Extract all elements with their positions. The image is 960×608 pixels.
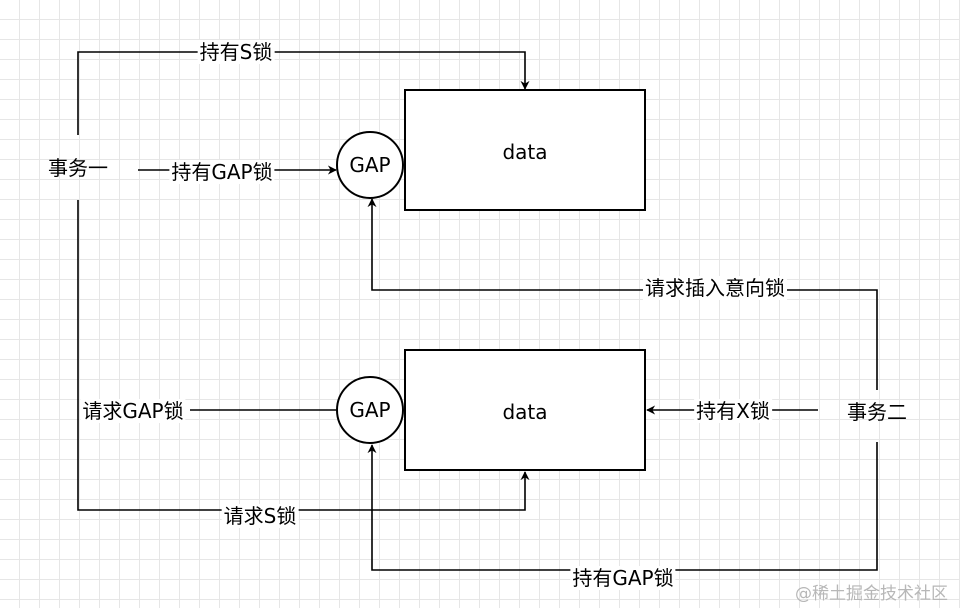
gap-circle-top [336,131,404,199]
data-top-label: data [502,140,548,164]
edge-label-t1-request-gap: 请求GAP锁 [80,399,186,423]
gap-circle-bottom [336,376,404,444]
edge-label-t1-request-s: 请求S锁 [221,504,299,528]
gap-bottom-label: GAP [349,398,391,422]
transaction-two-label: 事务二 [847,400,907,424]
edge-label-t1-hold-s: 持有S锁 [197,40,275,64]
edge-label-t1-hold-gap: 持有GAP锁 [169,160,275,184]
transaction-one-label: 事务一 [48,156,108,180]
edge-label-t2-request-insert-intent: 请求插入意向锁 [643,276,787,300]
data-bottom-label: data [502,400,548,424]
edge-label-t2-hold-x: 持有X锁 [694,399,772,423]
data-box-top [404,89,646,211]
edge-t2-request-insert-intent [367,198,878,390]
watermark-text: @稀土掘金技术社区 [795,584,948,604]
edge-t1-hold-s [77,51,530,135]
edge-label-t2-hold-gap: 持有GAP锁 [570,566,676,590]
edge-t1-request-gap [77,200,530,511]
data-box-bottom [404,349,646,471]
gap-top-label: GAP [349,153,391,177]
